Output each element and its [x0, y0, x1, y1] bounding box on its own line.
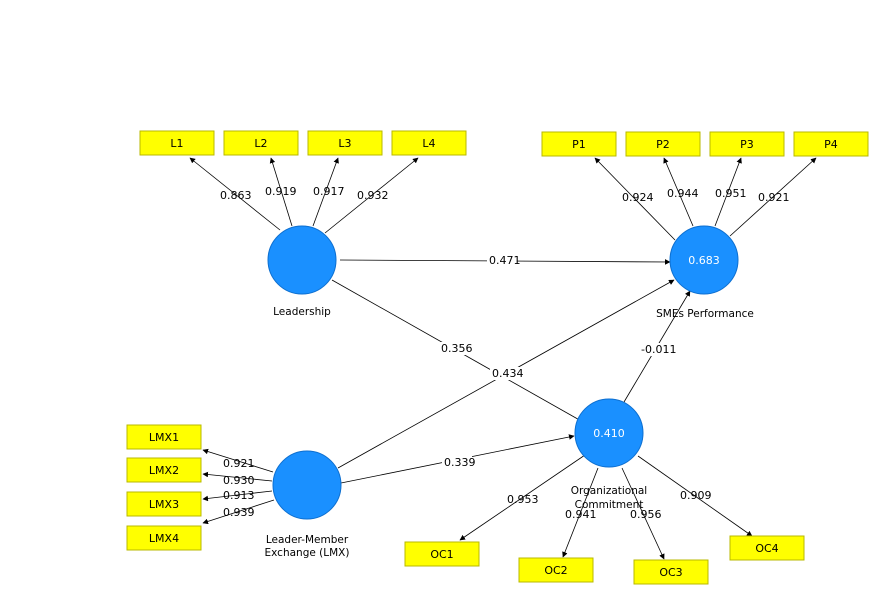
edge-l3: [312, 157, 339, 227]
indicators: L1 L2 L3 L4 P1 P2 P3 P4: [126, 130, 869, 585]
path-labels: 0.471 0.356 0.434 0.339 -0.011: [439, 254, 676, 469]
indicator-oc3[interactable]: OC3: [633, 559, 709, 585]
loading-lmx2: 0.930: [223, 474, 255, 487]
lmx-loadings: [202, 448, 275, 525]
edge-oc4: [637, 455, 753, 537]
loading-p2: 0.944: [667, 187, 699, 200]
edge-lmx3: [202, 490, 273, 502]
edge-oc3: [621, 467, 665, 560]
edge-oc1: [459, 454, 586, 541]
indicator-lmx1[interactable]: LMX1: [126, 424, 202, 450]
indicator-label: LMX1: [149, 431, 179, 444]
indicator-p4[interactable]: P4: [793, 131, 869, 157]
latent-label-line2: Commitment: [575, 499, 644, 511]
indicator-label: L1: [170, 137, 183, 150]
loading-oc1: 0.953: [507, 493, 539, 506]
indicator-label: P3: [740, 138, 754, 151]
latent-label-line1: Leader-Member: [266, 534, 349, 546]
edge-oc2: [562, 467, 599, 558]
indicator-l2[interactable]: L2: [223, 130, 299, 156]
indicator-p3[interactable]: P3: [709, 131, 785, 157]
latent-leadership[interactable]: Leadership: [267, 225, 337, 318]
edge-p3: [714, 157, 742, 227]
loading-l4: 0.932: [357, 189, 389, 202]
loading-lmx4: 0.939: [223, 506, 255, 519]
performance-loadings: [594, 157, 817, 241]
latent-label: Leadership: [273, 306, 331, 318]
indicator-label: OC1: [430, 548, 453, 561]
loading-lmx3: 0.913: [223, 489, 255, 502]
latent-label-line2: Exchange (LMX): [265, 547, 350, 559]
edge-lmx4: [202, 499, 275, 525]
loading-oc3: 0.956: [630, 508, 662, 521]
indicator-label: P1: [572, 138, 586, 151]
latents: Leadership 0.683 SMEs Performance Leader…: [265, 225, 754, 559]
loading-p3: 0.951: [715, 187, 747, 200]
indicator-label: L4: [422, 137, 435, 150]
indicator-oc2[interactable]: OC2: [518, 557, 594, 583]
indicator-label: OC4: [755, 542, 778, 555]
latent-lmx[interactable]: Leader-Member Exchange (LMX): [265, 450, 350, 559]
latent-label-line1: Organizational: [571, 485, 647, 497]
edge-lmx1: [202, 448, 274, 473]
indicator-label: LMX3: [149, 498, 179, 511]
indicator-label: L2: [254, 137, 267, 150]
loading-p4: 0.921: [758, 191, 790, 204]
leadership-loadings: [189, 157, 419, 234]
r-squared-value: 0.410: [593, 427, 625, 440]
indicator-l4[interactable]: L4: [391, 130, 467, 156]
edge-l4: [324, 157, 419, 234]
indicator-label: P4: [824, 138, 838, 151]
coef-leadership-oc: 0.356: [441, 342, 473, 355]
loading-oc4: 0.909: [680, 489, 712, 502]
edge-lmx2: [202, 471, 273, 482]
indicator-lmx2[interactable]: LMX2: [126, 457, 202, 483]
edge-l1: [189, 157, 281, 231]
loading-labels: 0.863 0.919 0.917 0.932 0.924 0.944 0.95…: [220, 185, 790, 521]
latent-smes-performance[interactable]: 0.683 SMEs Performance: [656, 225, 754, 320]
edge-p4: [729, 157, 817, 237]
indicator-oc4[interactable]: OC4: [729, 535, 805, 561]
loading-lmx1: 0.921: [223, 457, 255, 470]
indicator-label: L3: [338, 137, 351, 150]
oc-loadings: [459, 454, 753, 560]
indicator-p1[interactable]: P1: [541, 131, 617, 157]
indicator-l1[interactable]: L1: [139, 130, 215, 156]
loading-l1: 0.863: [220, 189, 252, 202]
r-squared-value: 0.683: [688, 254, 720, 267]
latent-organizational-commitment[interactable]: 0.410 Organizational Commitment: [571, 398, 647, 511]
indicator-l3[interactable]: L3: [307, 130, 383, 156]
latent-label: SMEs Performance: [656, 308, 754, 320]
coef-oc-performance: -0.011: [641, 343, 676, 356]
indicator-lmx4[interactable]: LMX4: [126, 525, 202, 551]
indicator-p2[interactable]: P2: [625, 131, 701, 157]
coef-lmx-oc: 0.339: [444, 456, 476, 469]
loading-l3: 0.917: [313, 185, 345, 198]
indicator-label: P2: [656, 138, 670, 151]
edge-p1: [594, 157, 676, 241]
edge-l2: [269, 157, 293, 227]
loading-l2: 0.919: [265, 185, 297, 198]
coef-lmx-performance: 0.434: [492, 367, 524, 380]
indicator-lmx3[interactable]: LMX3: [126, 491, 202, 517]
coef-leadership-performance: 0.471: [489, 254, 521, 267]
loading-oc2: 0.941: [565, 508, 597, 521]
indicator-label: OC3: [659, 566, 682, 579]
edge-p2: [663, 157, 694, 227]
indicator-label: LMX4: [149, 532, 179, 545]
indicator-label: LMX2: [149, 464, 179, 477]
loading-p1: 0.924: [622, 191, 654, 204]
indicator-oc1[interactable]: OC1: [404, 541, 480, 567]
indicator-label: OC2: [544, 564, 567, 577]
